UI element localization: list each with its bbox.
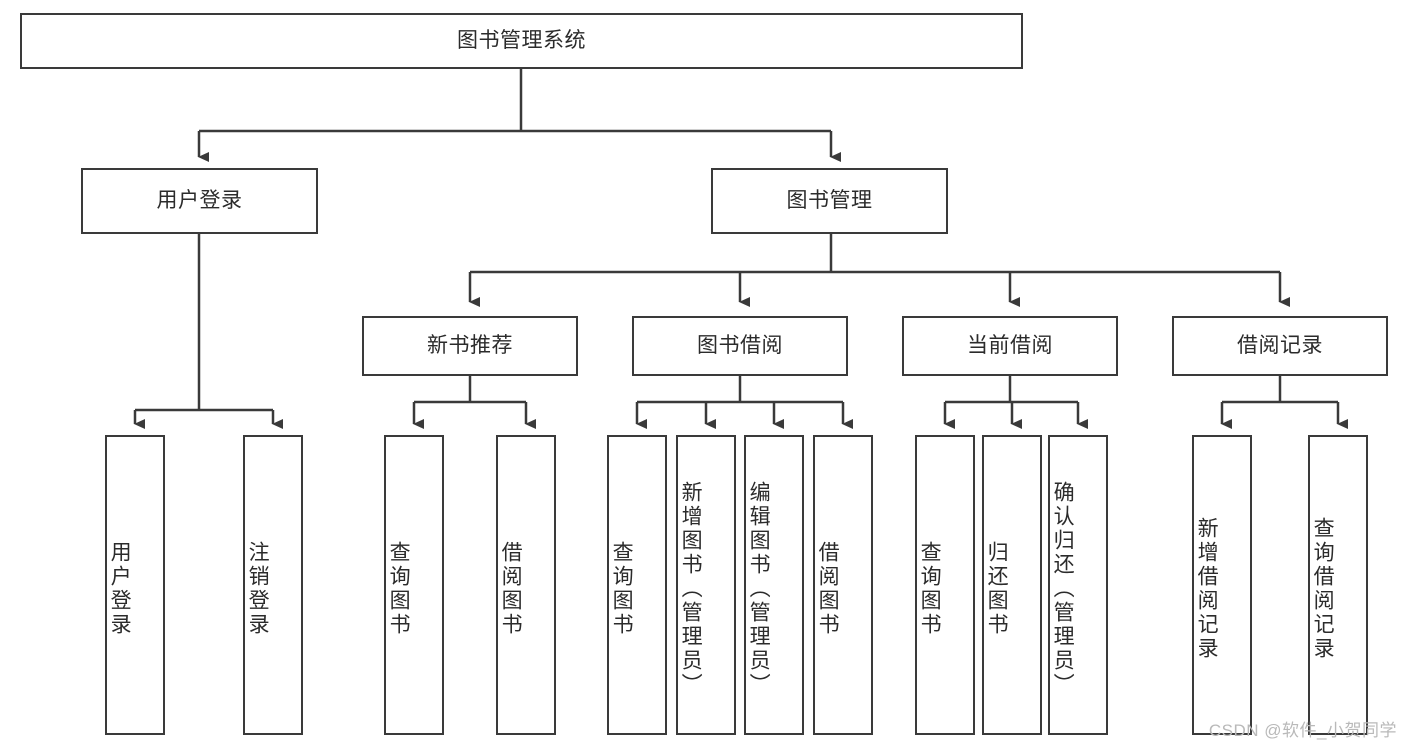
leaf-query-borrow-record[interactable]: 查询借阅记录 <box>1308 435 1368 735</box>
node-root-system[interactable]: 图书管理系统 <box>20 13 1023 69</box>
node-label: 查询借阅记录 <box>1311 517 1335 661</box>
node-label: 图书管理系统 <box>457 28 586 52</box>
node-book-management[interactable]: 图书管理 <box>711 168 948 234</box>
node-label: 编辑图书（管理员） <box>747 481 771 697</box>
node-label: 图书借阅 <box>697 333 783 357</box>
node-book-borrow[interactable]: 图书借阅 <box>632 316 848 376</box>
leaf-edit-book-admin[interactable]: 编辑图书（管理员） <box>744 435 804 735</box>
node-label: 查询图书 <box>610 541 634 637</box>
leaf-user-login[interactable]: 用户登录 <box>105 435 165 735</box>
leaf-add-book-admin[interactable]: 新增图书（管理员） <box>676 435 736 735</box>
node-label: 当前借阅 <box>967 333 1053 357</box>
leaf-borrow-book-new[interactable]: 借阅图书 <box>496 435 556 735</box>
node-new-book-recommend[interactable]: 新书推荐 <box>362 316 578 376</box>
node-label: 查询图书 <box>918 541 942 637</box>
node-label: 新增图书（管理员） <box>679 481 703 697</box>
leaf-query-book-new[interactable]: 查询图书 <box>384 435 444 735</box>
node-label: 注销登录 <box>246 541 270 637</box>
leaf-borrow-book[interactable]: 借阅图书 <box>813 435 873 735</box>
node-label: 借阅记录 <box>1237 333 1323 357</box>
node-label: 归还图书 <box>985 541 1009 637</box>
node-label: 确认归还（管理员） <box>1051 481 1075 697</box>
leaf-add-borrow-record[interactable]: 新增借阅记录 <box>1192 435 1252 735</box>
node-label: 新增借阅记录 <box>1195 517 1219 661</box>
leaf-return-book[interactable]: 归还图书 <box>982 435 1042 735</box>
node-label: 用户登录 <box>156 188 243 212</box>
node-label: 新书推荐 <box>427 333 513 357</box>
node-label: 用户登录 <box>108 541 132 637</box>
leaf-query-book-borrow[interactable]: 查询图书 <box>607 435 667 735</box>
node-current-borrow[interactable]: 当前借阅 <box>902 316 1118 376</box>
node-label: 查询图书 <box>387 541 411 637</box>
node-label: 图书管理 <box>786 188 873 212</box>
node-borrow-record[interactable]: 借阅记录 <box>1172 316 1388 376</box>
leaf-confirm-return-admin[interactable]: 确认归还（管理员） <box>1048 435 1108 735</box>
node-label: 借阅图书 <box>499 541 523 637</box>
leaf-query-book-current[interactable]: 查询图书 <box>915 435 975 735</box>
node-user-login[interactable]: 用户登录 <box>81 168 318 234</box>
leaf-logout[interactable]: 注销登录 <box>243 435 303 735</box>
node-label: 借阅图书 <box>816 541 840 637</box>
